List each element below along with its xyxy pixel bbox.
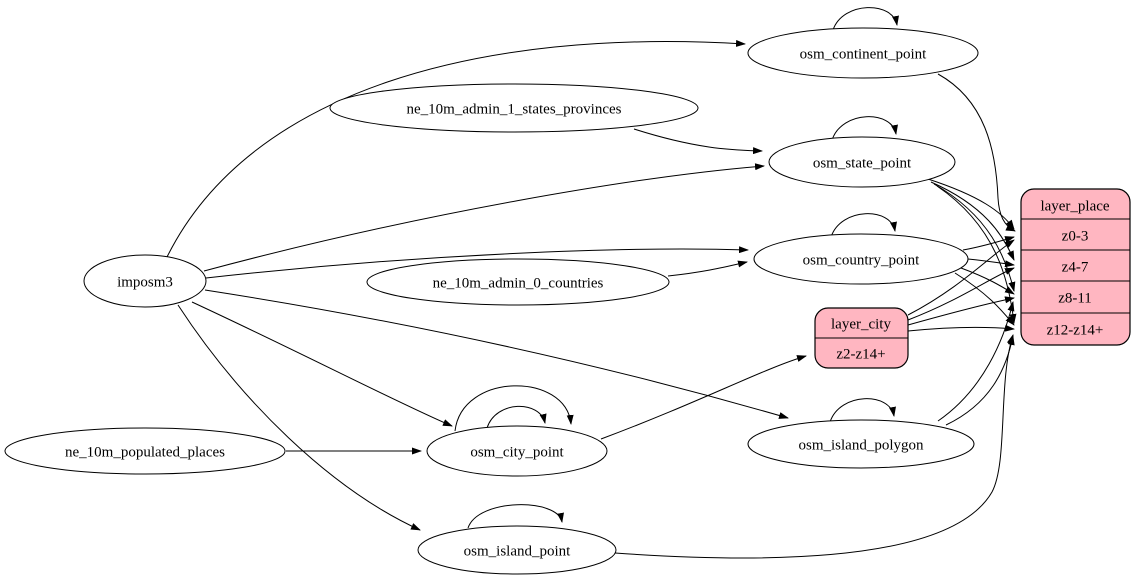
osm_city_point-label: osm_city_point	[470, 444, 564, 460]
edge-osm_state_point-layer_place-z8-11	[933, 183, 1016, 292]
osm_continent_point-label: osm_continent_point	[800, 46, 927, 62]
ne_10m_populated_places-label: ne_10m_populated_places	[65, 444, 225, 460]
edge-self-loop-osm_island_polygon	[829, 398, 896, 423]
edge-self-loop-osm_country_point	[830, 213, 897, 238]
edge-layer_city-layer_place-z12-z14	[907, 324, 1015, 332]
node-ne_10m_populated_places: ne_10m_populated_places	[4, 427, 286, 475]
edge-osm_city_point-layer_city-z2-z14	[600, 355, 807, 440]
edge-self-loop-outer-osm_city_point	[454, 385, 574, 432]
edge-osm_country_point-layer_place-z4-7	[967, 258, 1015, 268]
layer_place-row-z0-3: z0-3	[1062, 228, 1089, 244]
record-layer_place: layer_place z0-3 z4-7 z8-11 z12-z14+	[1020, 188, 1131, 346]
osm_state_point-ellipse	[768, 136, 956, 188]
edge-self-loop-osm_state_point	[831, 116, 898, 141]
layer_place-title: layer_place	[1040, 198, 1109, 214]
osm_island_polygon-ellipse	[747, 419, 975, 469]
osm_country_point-ellipse	[753, 233, 969, 285]
edge-imposm3-osm_city_point	[191, 301, 453, 427]
osm_island_polygon-label: osm_island_polygon	[798, 437, 924, 453]
edge-imposm3-osm_island_polygon	[204, 289, 789, 419]
node-osm_island_point: osm_island_point	[417, 525, 617, 575]
ne_10m_admin_1_states_provinces-ellipse	[329, 83, 699, 133]
edge-osm_country_point-layer_place-z8-11	[960, 267, 1015, 295]
node-ne_10m_admin_1_states_provinces: ne_10m_admin_1_states_provinces	[329, 83, 699, 133]
ne_10m_admin_1_states_provinces-label: ne_10m_admin_1_states_provinces	[407, 101, 622, 117]
osm_island_point-label: osm_island_point	[464, 543, 572, 559]
osm_continent_point-ellipse	[747, 27, 979, 79]
layer_city-title: layer_city	[831, 316, 891, 332]
ne_10m_populated_places-ellipse	[4, 427, 286, 475]
node-imposm3: imposm3	[83, 254, 207, 308]
edge-osm_country_point-layer_place-z0-3	[962, 236, 1015, 251]
edge-osm_island_point-layer_place-z12-z14	[614, 334, 1014, 559]
ne_10m_admin_0_countries-label: ne_10m_admin_0_countries	[433, 275, 604, 291]
edge-self-loop-osm_continent_point	[832, 7, 899, 31]
edge-imposm3-osm_continent_point	[166, 39, 746, 258]
layer_place-row-z12-z14: z12-z14+	[1047, 322, 1104, 338]
edges	[166, 7, 1017, 559]
edge-ne_10m_admin_0_countries-osm_country_point	[667, 260, 748, 277]
edge-layer_city-layer_place-z8-11	[907, 296, 1015, 326]
osm_city_point-ellipse	[426, 425, 608, 477]
edge-layer_city-layer_place-z0-3	[907, 239, 1015, 316]
node-osm_island_polygon: osm_island_polygon	[747, 419, 975, 469]
osm_country_point-label: osm_country_point	[803, 252, 920, 268]
edge-osm_state_point-layer_place-z4-7	[930, 181, 1015, 261]
edge-layer_city-layer_place-z4-7	[907, 267, 1015, 321]
osm_island_point-ellipse	[417, 525, 617, 575]
edge-self-loop-inner-osm_city_point	[486, 405, 547, 429]
edge-ne_10m_admin_1_states_provinces-osm_state_point	[633, 128, 763, 155]
edge-self-loop-osm_island_point	[467, 504, 564, 529]
edge-imposm3-osm_island_point	[177, 304, 421, 531]
node-ne_10m_admin_0_countries: ne_10m_admin_0_countries	[366, 258, 670, 306]
edge-osm_state_point-layer_place-z0-3	[927, 178, 1015, 230]
layer_city-row-z2-z14: z2-z14+	[836, 346, 885, 362]
node-osm_continent_point: osm_continent_point	[747, 27, 979, 79]
edge-osm_island_polygon-layer_place-z8-11	[937, 301, 1015, 422]
node-osm_state_point: osm_state_point	[768, 136, 956, 188]
ne_10m_admin_0_countries-ellipse	[366, 258, 670, 306]
layer_place-row-z8-11: z8-11	[1058, 290, 1092, 306]
node-osm_city_point: osm_city_point	[426, 425, 608, 477]
layer_place-row-z4-7: z4-7	[1062, 259, 1089, 275]
node-osm_country_point: osm_country_point	[753, 233, 969, 285]
imposm3-label: imposm3	[117, 274, 173, 290]
record-layer_city: layer_city z2-z14+	[814, 307, 909, 369]
layer_place-box	[1020, 188, 1131, 346]
edge-imposm3-osm_state_point	[203, 163, 765, 272]
edge-osm_continent_point-layer_place-z0-3	[937, 73, 1016, 232]
edge-imposm3-osm_country_point	[205, 246, 749, 279]
edge-osm_country_point-layer_place-z12-z14	[954, 272, 1015, 326]
imposm3-ellipse	[83, 254, 207, 308]
osm_state_point-label: osm_state_point	[813, 155, 912, 171]
